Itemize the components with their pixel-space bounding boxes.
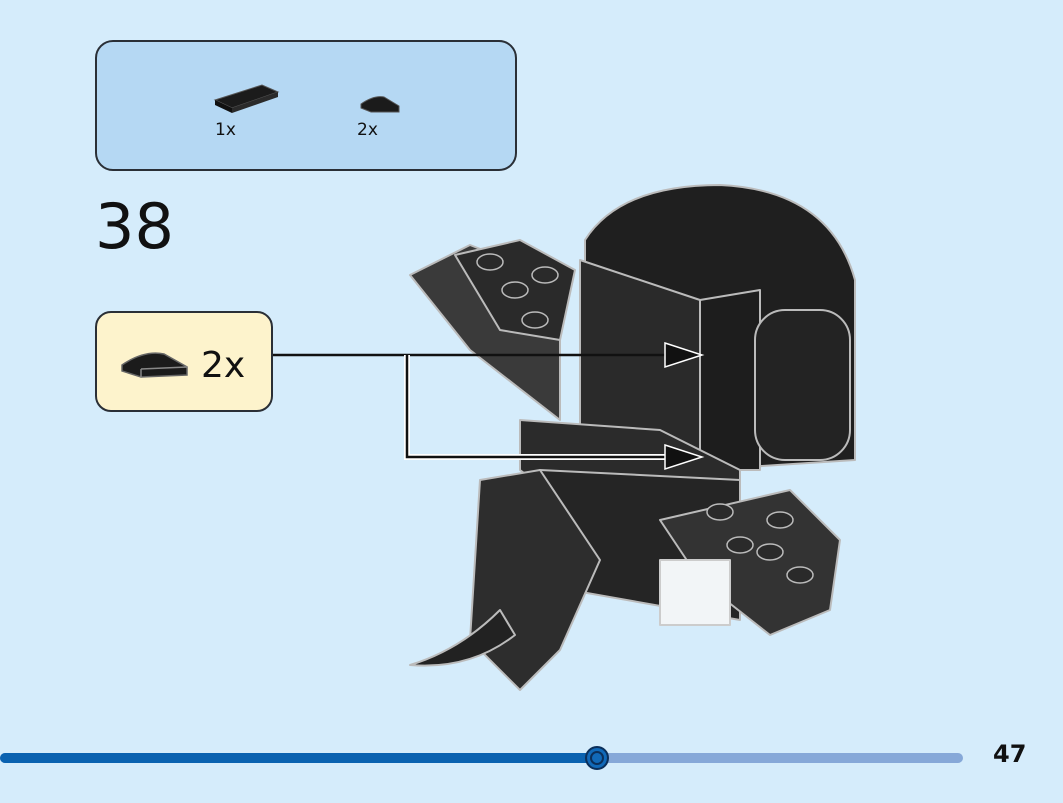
parts-item: 2x bbox=[357, 92, 404, 140]
assembly-arrows bbox=[273, 341, 705, 471]
tile-round-quarter-icon bbox=[121, 352, 188, 378]
part-count: 1x bbox=[215, 120, 236, 140]
tile-1x2-icon bbox=[213, 84, 280, 113]
progress-fill bbox=[0, 753, 598, 763]
tile-round-quarter-icon bbox=[360, 96, 400, 113]
step-number: 38 bbox=[95, 190, 174, 263]
parts-list-box: 1x 2x bbox=[95, 40, 517, 171]
progress-knob bbox=[585, 746, 610, 770]
parts-item: 1x bbox=[212, 80, 282, 140]
part-count: 2x bbox=[357, 120, 378, 140]
callout-count: 2x bbox=[201, 345, 246, 386]
page-number: 47 bbox=[993, 740, 1027, 768]
callout-box: 2x bbox=[95, 311, 273, 412]
progress-bar bbox=[0, 746, 963, 770]
